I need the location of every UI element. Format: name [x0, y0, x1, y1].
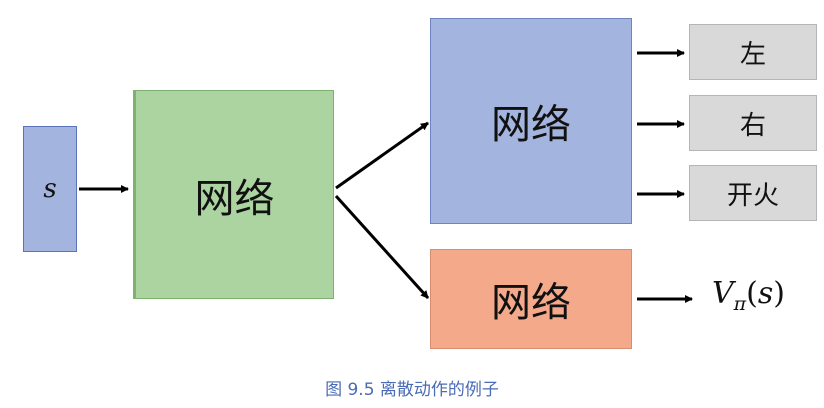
- shared-network-box: 网络: [133, 90, 334, 299]
- value-network-label: 网络: [491, 280, 571, 326]
- action-box-left: 左: [689, 24, 817, 80]
- value-network-box: 网络: [430, 249, 632, 349]
- value-subscript: π: [733, 293, 747, 315]
- value-symbol: V: [712, 276, 734, 311]
- value-open-paren: (: [746, 276, 758, 311]
- action-label-fire: 开火: [726, 180, 779, 211]
- shared-network-label: 网络: [194, 175, 275, 222]
- action-label-right: 右: [739, 110, 766, 141]
- action-box-right: 右: [689, 95, 817, 151]
- state-input-label: s: [43, 174, 57, 204]
- value-function-label: Vπ(s): [712, 276, 785, 315]
- value-argument: s: [757, 276, 774, 311]
- arrow-network-to-policy: [335, 121, 429, 190]
- figure-caption: 图 9.5 离散动作的例子: [325, 380, 499, 400]
- action-label-left: 左: [739, 39, 766, 70]
- state-input-box: s: [23, 126, 77, 252]
- policy-network-box: 网络: [430, 18, 632, 224]
- action-box-fire: 开火: [689, 165, 817, 221]
- arrow-network-to-value: [334, 194, 430, 300]
- policy-network-label: 网络: [491, 102, 571, 148]
- value-close-paren: ): [773, 276, 786, 311]
